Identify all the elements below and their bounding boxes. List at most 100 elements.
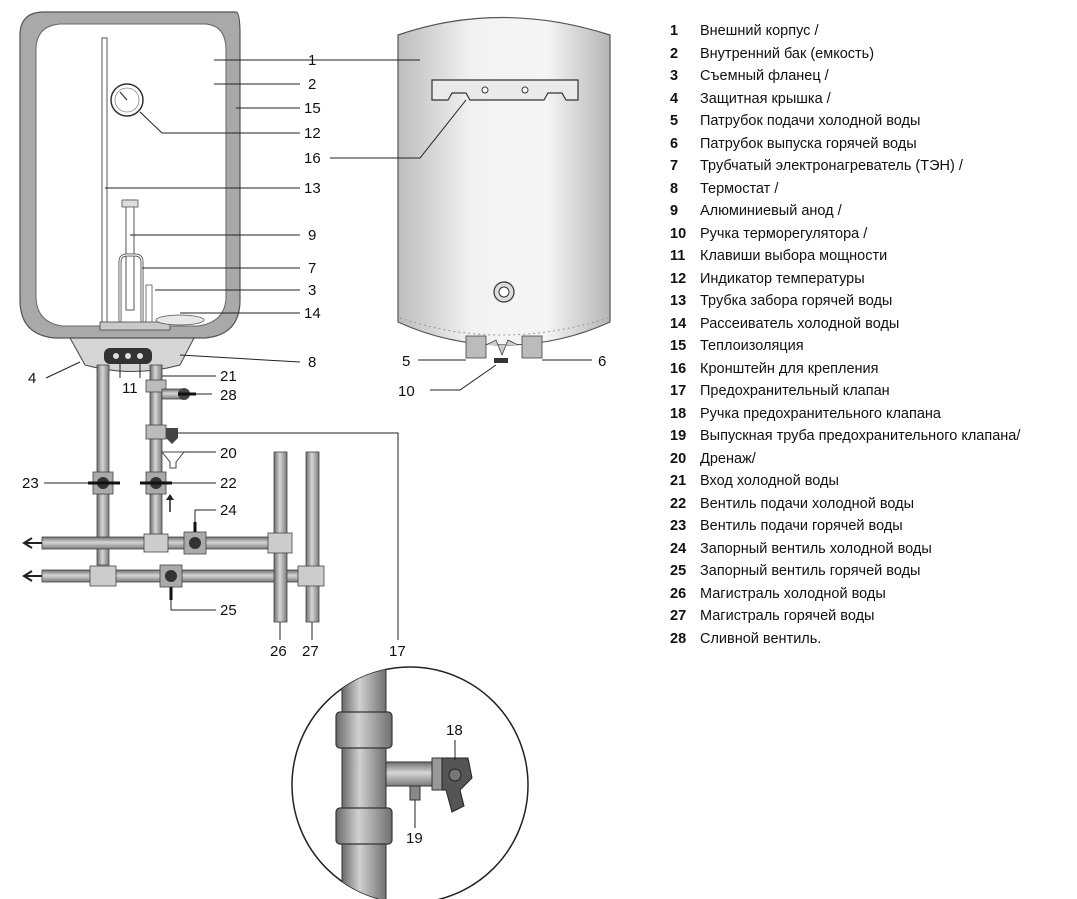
legend-text: Защитная крышка / xyxy=(700,90,831,107)
legend-number: 24 xyxy=(670,540,687,557)
callout-7: 7 xyxy=(308,260,316,277)
legend-item: 23 Вентиль подачи горячей воды xyxy=(670,515,1070,538)
legend-item: 8 Термостат / xyxy=(670,178,1070,201)
callout-14: 14 xyxy=(304,305,321,322)
callout-22: 22 xyxy=(220,475,237,492)
legend-text: Выпускная труба предохранительного клапа… xyxy=(700,428,1021,444)
legend-text: Сливной вентиль. xyxy=(700,630,822,647)
legend-number: 27 xyxy=(670,608,687,624)
legend-text: Ручка предохранительного клапана xyxy=(700,405,941,422)
legend-number: 13 xyxy=(670,293,687,309)
callout-23: 23 xyxy=(22,475,39,492)
legend-number: 18 xyxy=(670,405,687,422)
safety-valve-detail xyxy=(291,666,529,899)
cold-water-diffuser xyxy=(155,314,205,326)
legend-number: 7 xyxy=(670,158,679,174)
callout-24: 24 xyxy=(220,502,237,519)
legend-item: 18 Ручка предохранительного клапана xyxy=(670,403,1070,426)
piping-system xyxy=(22,364,325,623)
leader-lines xyxy=(44,59,592,828)
callout-8: 8 xyxy=(308,354,316,371)
legend-item: 2 Внутренний бак (емкость) xyxy=(670,43,1070,66)
legend-number: 14 xyxy=(670,315,687,332)
legend-number: 19 xyxy=(670,428,687,444)
thermostat-knob-front xyxy=(493,281,515,303)
heater-front-view xyxy=(397,16,611,363)
legend-item: 7 Трубчатый электронагреватель (ТЭН) / xyxy=(670,155,1070,178)
legend-number: 8 xyxy=(670,180,679,197)
legend-text: Термостат / xyxy=(700,180,779,197)
legend-item: 14 Рассеиватель холодной воды xyxy=(670,313,1070,336)
callout-6: 6 xyxy=(598,353,606,370)
callout-4: 4 xyxy=(28,370,36,387)
legend-item: 21 Вход холодной воды xyxy=(670,470,1070,493)
legend-number: 28 xyxy=(670,630,687,647)
hot-water-tube xyxy=(101,37,108,329)
callout-13: 13 xyxy=(304,180,321,197)
drain-funnel xyxy=(160,451,186,469)
mounting-bracket xyxy=(431,79,579,101)
legend-number: 1 xyxy=(670,23,679,39)
callout-9: 9 xyxy=(308,227,316,244)
callout-3: 3 xyxy=(308,282,316,299)
cold-supply-valve xyxy=(140,471,172,495)
heater-cross-section xyxy=(19,11,241,372)
callout-28: 28 xyxy=(220,387,237,404)
legend-number: 17 xyxy=(670,383,687,399)
callout-5: 5 xyxy=(402,353,410,370)
legend-number: 11 xyxy=(670,248,686,264)
callout-15: 15 xyxy=(304,100,321,117)
legend-text: Рассеиватель холодной воды xyxy=(700,315,900,332)
callout-26: 26 xyxy=(270,643,287,660)
callout-16: 16 xyxy=(304,150,321,167)
legend-number: 23 xyxy=(670,518,687,534)
legend-number: 26 xyxy=(670,585,687,602)
legend-number: 10 xyxy=(670,225,687,242)
cold-shutoff-valve xyxy=(183,522,207,555)
legend-number: 5 xyxy=(670,113,679,129)
legend-text: Кронштейн для крепления xyxy=(700,360,879,377)
legend-item: 11 Клавиши выбора мощности xyxy=(670,245,1070,268)
legend-item: 27 Магистраль горячей воды xyxy=(670,605,1070,628)
legend-text: Патрубок выпуска горячей воды xyxy=(700,135,917,152)
removable-flange xyxy=(99,321,171,331)
legend-item: 17 Предохранительный клапан xyxy=(670,380,1070,403)
legend-number: 2 xyxy=(670,45,679,62)
legend-number: 6 xyxy=(670,135,679,152)
callout-20: 20 xyxy=(220,445,237,462)
legend-text: Алюминиевый анод / xyxy=(700,203,842,219)
legend-item: 26 Магистраль холодной воды xyxy=(670,583,1070,606)
legend-text: Магистраль горячей воды xyxy=(700,608,875,624)
hot-shutoff-valve xyxy=(159,564,183,600)
legend-number: 3 xyxy=(670,68,679,84)
legend-text: Трубчатый электронагреватель (ТЭН) / xyxy=(700,158,963,174)
callout-12: 12 xyxy=(304,125,321,142)
legend-text: Вход холодной воды xyxy=(700,473,839,489)
legend-number: 12 xyxy=(670,270,687,287)
legend-number: 21 xyxy=(670,473,687,489)
legend-text: Предохранительный клапан xyxy=(700,383,890,399)
legend-item: 6 Патрубок выпуска горячей воды xyxy=(670,133,1070,156)
legend-text: Клавиши выбора мощности xyxy=(700,248,888,264)
callout-21: 21 xyxy=(220,368,237,385)
inner-tank xyxy=(35,23,227,327)
callout-10: 10 xyxy=(398,383,415,400)
legend-text: Индикатор температуры xyxy=(700,270,865,287)
legend-text: Теплоизоляция xyxy=(700,338,804,354)
legend-text: Внутренний бак (емкость) xyxy=(700,45,875,62)
legend-text: Магистраль холодной воды xyxy=(700,585,886,602)
callout-25: 25 xyxy=(220,602,237,619)
legend-item: 13 Трубка забора горячей воды xyxy=(670,290,1070,313)
legend-text: Вентиль подачи горячей воды xyxy=(700,518,903,534)
callout-27: 27 xyxy=(302,643,319,660)
heater-body xyxy=(397,16,611,346)
legend-text: Трубка забора горячей воды xyxy=(700,293,893,309)
